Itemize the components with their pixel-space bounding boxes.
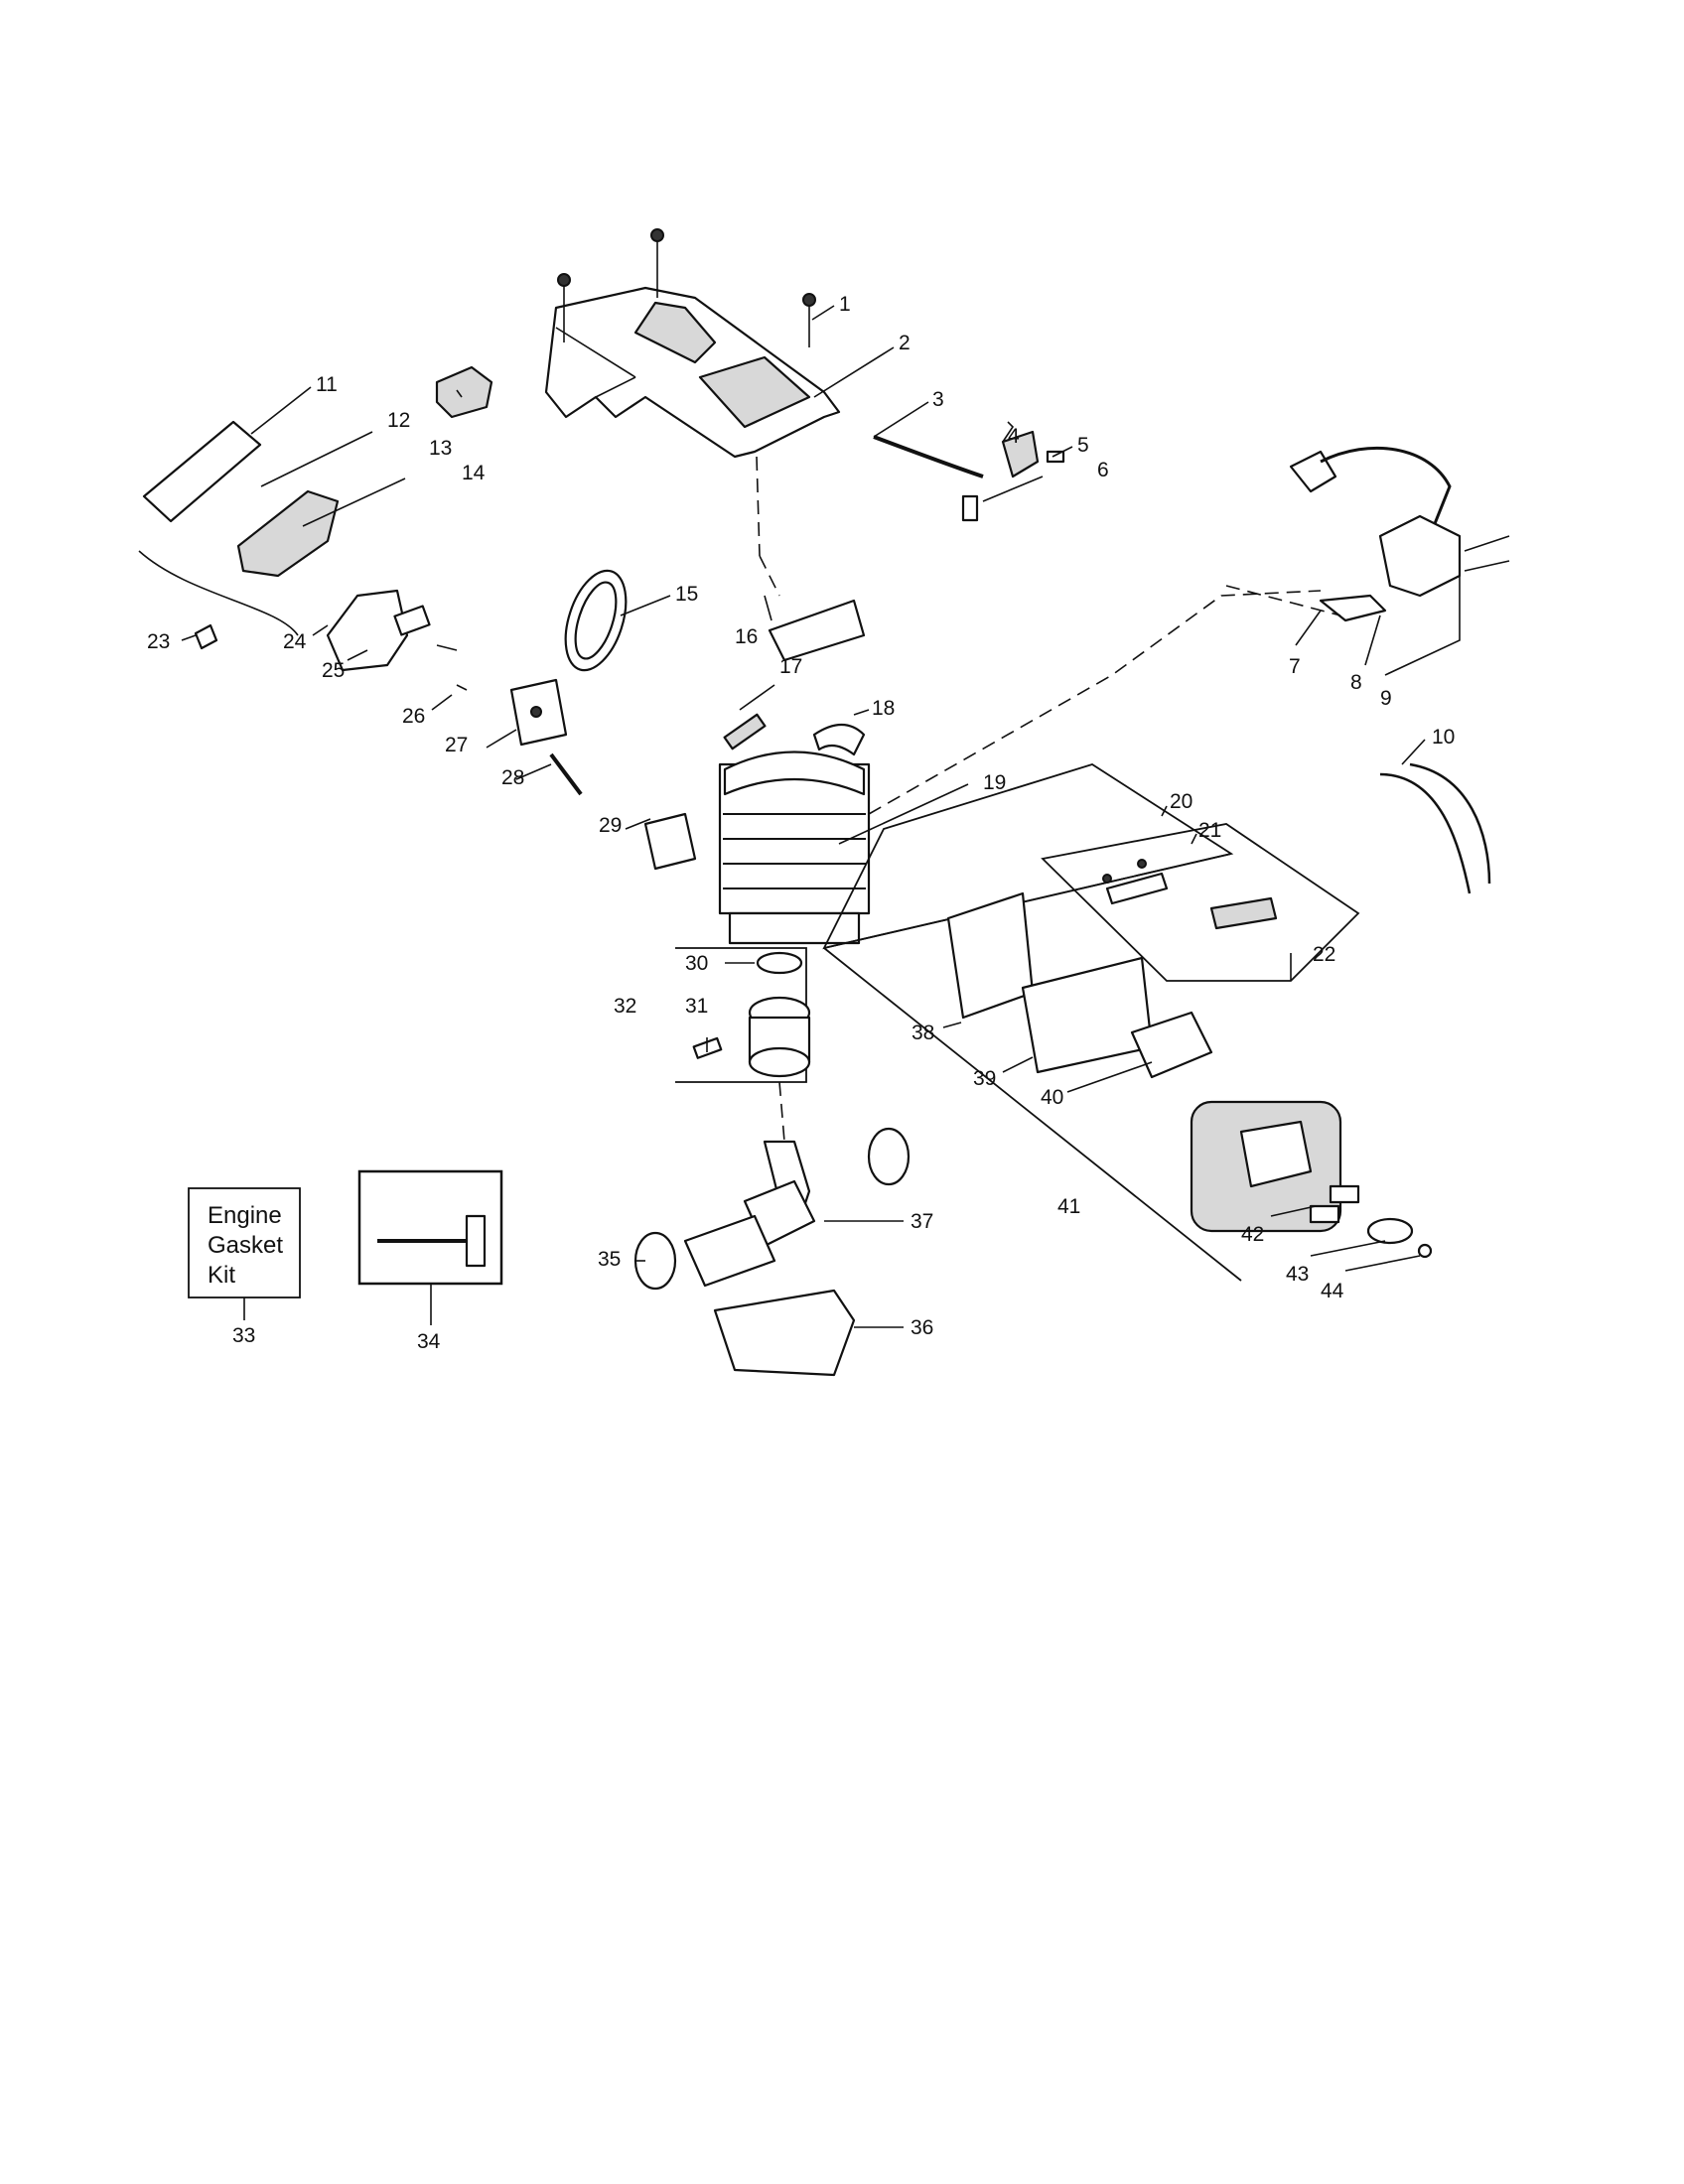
muffler-parts [946, 891, 1433, 1259]
callout-9: 9 [1380, 687, 1392, 710]
callout-6: 6 [1097, 459, 1109, 481]
kit-label-line-3: Kit [208, 1262, 235, 1289]
callout-40: 40 [1041, 1086, 1063, 1109]
callout-20: 20 [1170, 790, 1193, 813]
callout-25: 25 [322, 659, 345, 682]
callout-22: 22 [1313, 943, 1335, 966]
callout-16: 16 [735, 625, 758, 648]
engine-gasket-kit-box: Engine Gasket Kit [188, 1187, 301, 1320]
callout-3: 3 [932, 388, 944, 411]
callout-39: 39 [973, 1067, 996, 1090]
callout-38: 38 [912, 1022, 934, 1044]
callout-17: 17 [779, 655, 802, 678]
cylinder-part [718, 713, 871, 945]
callout-12: 12 [387, 409, 410, 432]
callout-1: 1 [839, 293, 851, 316]
callout-labels: 1 2 3 4 5 6 7 8 9 10 11 12 13 14 15 16 1… [147, 293, 1455, 1353]
muffler-assembly-outline [822, 763, 1242, 1282]
fuel-line-part [873, 430, 1065, 522]
kit-label-line-2: Gasket [208, 1232, 283, 1259]
callout-24: 24 [283, 630, 307, 653]
callout-30: 30 [685, 952, 708, 975]
callout-27: 27 [445, 734, 468, 756]
callout-4: 4 [1008, 425, 1020, 448]
callout-10: 10 [1432, 726, 1455, 749]
callout-8: 8 [1350, 671, 1362, 694]
air-filter-part [142, 420, 262, 523]
cylinder-cover-part [544, 286, 841, 459]
crankcase-part [713, 1289, 856, 1377]
intake-parts [436, 569, 866, 871]
callout-42: 42 [1241, 1223, 1264, 1246]
callout-44: 44 [1321, 1280, 1344, 1302]
leader-lines [181, 305, 1461, 1328]
callout-43: 43 [1286, 1263, 1309, 1286]
callout-7: 7 [1289, 655, 1301, 678]
cover-screws-part [557, 228, 816, 347]
crankshaft-part [633, 1081, 911, 1291]
callout-37: 37 [911, 1210, 933, 1233]
callout-28: 28 [501, 766, 524, 789]
callout-31: 31 [685, 995, 708, 1018]
callout-29: 29 [599, 814, 622, 837]
spark-arrestor-inset [1041, 823, 1360, 982]
ignition-wire-part [1379, 762, 1491, 894]
callout-41: 41 [1057, 1195, 1080, 1218]
callout-34: 34 [417, 1330, 441, 1353]
callout-19: 19 [983, 771, 1006, 794]
connector-dashes [756, 456, 1341, 815]
kit-label-line-1: Engine [208, 1202, 282, 1229]
callout-2: 2 [899, 332, 911, 354]
callout-32: 32 [614, 995, 636, 1018]
callout-18: 18 [872, 697, 895, 720]
callout-14: 14 [462, 462, 486, 484]
callout-36: 36 [911, 1316, 933, 1339]
callout-26: 26 [402, 705, 425, 728]
ignition-coil-part [1289, 446, 1510, 622]
callout-33: 33 [232, 1324, 255, 1347]
wrench-box [357, 1169, 503, 1325]
carburetor-assembly-part [138, 365, 493, 672]
callout-13: 13 [429, 437, 452, 460]
callout-11: 11 [316, 373, 338, 396]
callout-21: 21 [1198, 819, 1221, 842]
callout-35: 35 [598, 1248, 621, 1271]
callout-5: 5 [1077, 434, 1089, 457]
callout-15: 15 [675, 583, 698, 606]
callout-23: 23 [147, 630, 170, 653]
